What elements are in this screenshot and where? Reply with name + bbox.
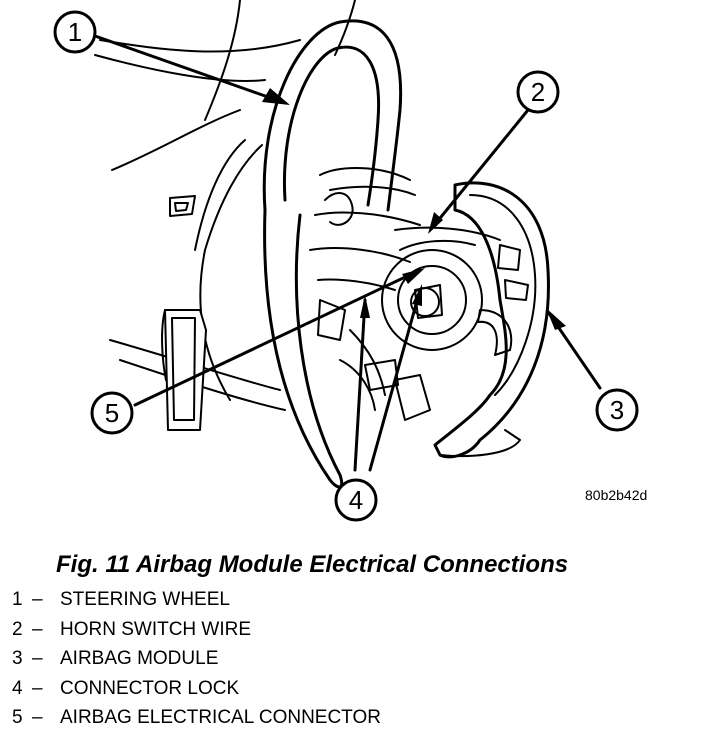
turn-signal-stalk	[161, 309, 207, 431]
legend-label: STEERING WHEEL	[60, 589, 230, 610]
airbag-module	[433, 181, 550, 459]
leader-line-4b	[368, 288, 422, 472]
legend-item: 2–HORN SWITCH WIRE	[12, 618, 381, 648]
leader-lines	[93, 34, 602, 472]
legend-number: 5	[12, 707, 23, 728]
leader-line-5	[133, 268, 422, 407]
callout-5: 5	[90, 391, 134, 435]
leader-line-2	[430, 108, 530, 230]
figure-code: 80b2b42d	[585, 487, 648, 503]
callout-2: 2	[516, 70, 560, 114]
legend-dash: –	[32, 648, 43, 669]
arrowheads	[262, 88, 566, 330]
legend-number: 4	[12, 677, 23, 699]
callout-4: 4	[334, 478, 378, 522]
clockspring	[381, 226, 501, 351]
legend-item: 3–AIRBAG MODULE	[12, 647, 381, 677]
legend-dash: –	[32, 618, 43, 640]
legend-number: 1	[12, 589, 23, 610]
legend-dash: –	[32, 707, 43, 728]
legend-list: 1–STEERING WHEEL 2–HORN SWITCH WIRE 3–AI…	[12, 588, 381, 736]
airbag-illustration: 1 2 3 4 5	[53, 0, 639, 522]
legend-item: 4–CONNECTOR LOCK	[12, 677, 381, 707]
legend-dash: –	[32, 677, 43, 699]
callout-3: 3	[595, 388, 639, 432]
legend-number: 2	[12, 618, 23, 640]
callout-1: 1	[53, 10, 97, 54]
figure-caption: Fig. 11 Airbag Module Electrical Connect…	[56, 551, 569, 578]
leader-line-4a	[353, 298, 367, 472]
callout-5-label: 5	[105, 398, 119, 428]
legend-item: 5–AIRBAG ELECTRICAL CONNECTOR	[12, 706, 381, 736]
leader-line-1	[93, 34, 287, 105]
legend-dash: –	[32, 589, 43, 610]
legend-label: HORN SWITCH WIRE	[60, 618, 252, 640]
callout-2-label: 2	[531, 77, 545, 107]
legend-item: 1–STEERING WHEEL	[12, 588, 381, 618]
legend-number: 3	[12, 648, 23, 669]
callout-3-label: 3	[610, 395, 624, 425]
legend-label: CONNECTOR LOCK	[60, 677, 240, 699]
column-internals	[309, 167, 431, 421]
callout-4-label: 4	[349, 485, 363, 515]
callout-1-label: 1	[68, 17, 82, 47]
legend-label: AIRBAG MODULE	[60, 648, 219, 669]
dashboard-lines	[94, 0, 356, 411]
legend-label: AIRBAG ELECTRICAL CONNECTOR	[60, 707, 381, 728]
